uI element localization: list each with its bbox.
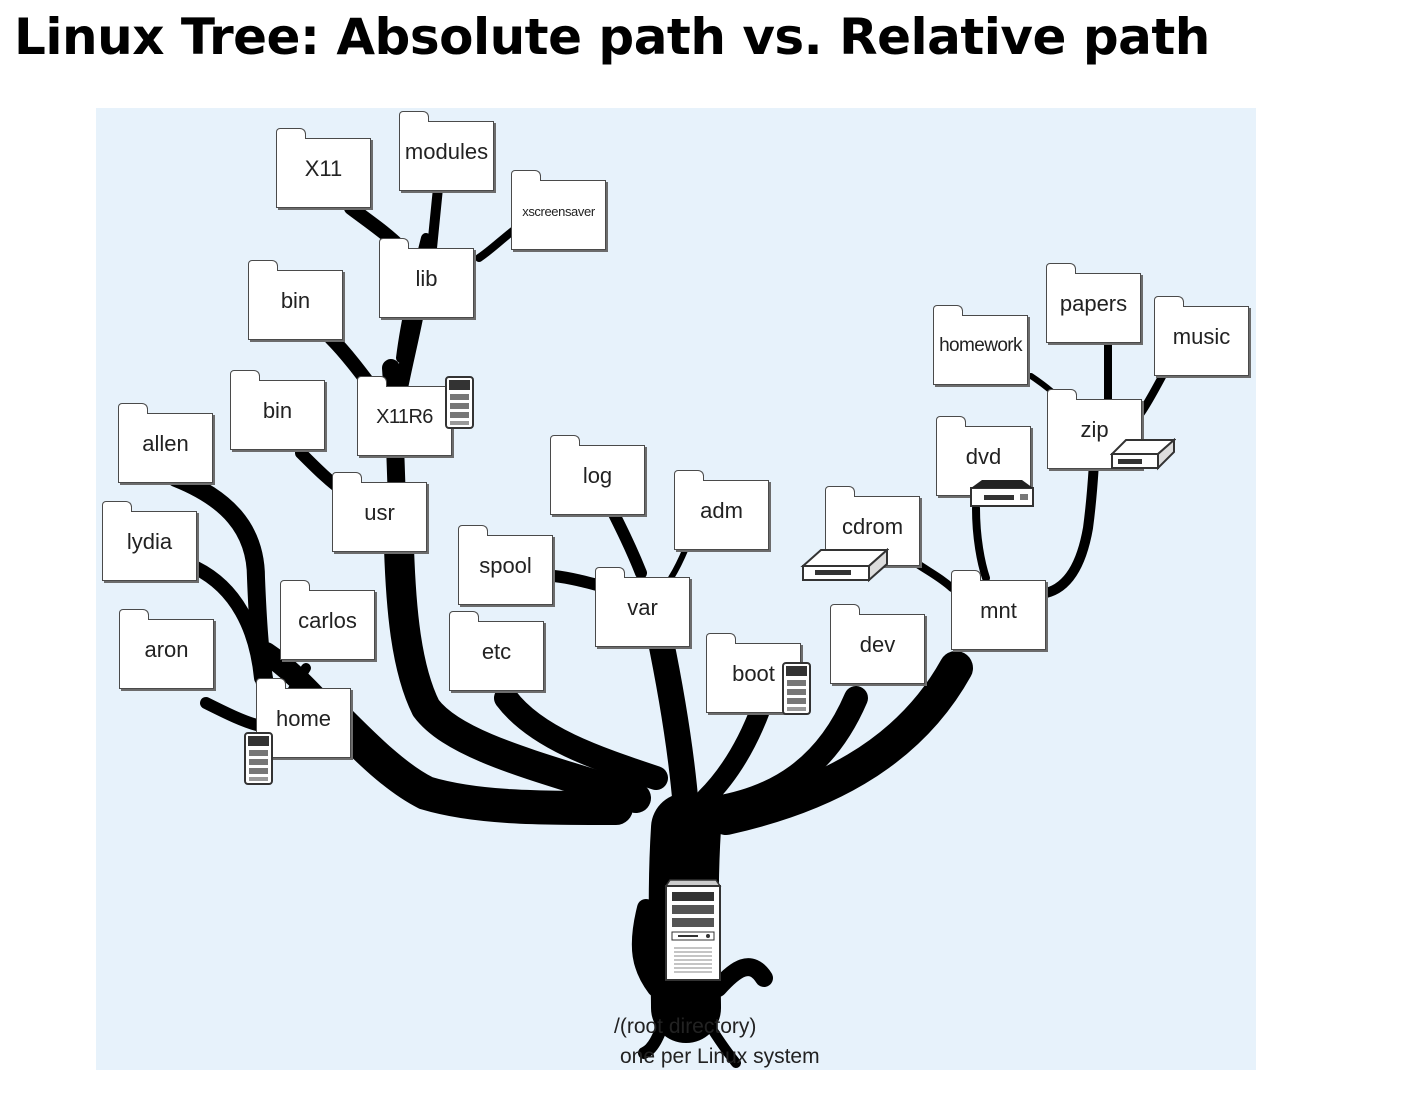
folder-mnt: mnt — [950, 570, 1046, 650]
folder-label: allen — [142, 431, 189, 456]
limb-home — [324, 706, 633, 825]
folder-label: adm — [700, 498, 743, 523]
twig-zip — [1041, 458, 1099, 598]
twig-lydia — [189, 561, 268, 685]
limb-boot — [696, 698, 771, 808]
folder-label: etc — [481, 639, 512, 664]
folder-label: bin — [262, 398, 293, 423]
twig-music — [1137, 369, 1168, 417]
folder-bin-upper: bin — [247, 260, 343, 340]
root-caption-line-1: /(root directory) — [614, 1015, 757, 1038]
folder-aron: aron — [118, 609, 214, 689]
folder-modules: modules — [398, 111, 494, 191]
folder-xscreensaver: xscreensaver — [510, 170, 606, 250]
folder-label: var — [627, 595, 658, 620]
folder-label: spool — [479, 553, 532, 578]
folder-label: bin — [280, 288, 311, 313]
directory-tree-diagram: X11 modules xscreensaver lib bin X11R6 b… — [96, 108, 1256, 1070]
folder-etc: etc — [448, 611, 544, 691]
folder-var: var — [594, 567, 690, 647]
folder-adm: adm — [673, 470, 769, 550]
twig-xscreensaver — [475, 226, 518, 262]
folder-label: aron — [144, 637, 189, 662]
twig-log — [605, 502, 647, 579]
folder-lydia: lydia — [101, 501, 197, 581]
folder-allen: allen — [117, 403, 213, 483]
twig-cdrom — [912, 559, 956, 592]
folder-label: lib — [415, 266, 438, 291]
folder-bin-lower: bin — [229, 370, 325, 450]
folder-carlos: carlos — [279, 580, 375, 660]
root-left-2 — [638, 1002, 676, 1059]
folder-label: zip — [1080, 417, 1109, 442]
folder-label: lydia — [126, 529, 173, 554]
root-left-1 — [631, 899, 665, 997]
folder-label: usr — [364, 500, 395, 525]
twig-spool — [548, 570, 607, 592]
folder-label: X11 — [304, 156, 343, 181]
folder-label: mnt — [980, 598, 1017, 623]
hard-drive-icon — [445, 376, 474, 429]
twig-modules — [427, 183, 443, 253]
limb-etc — [494, 686, 668, 790]
hard-drive-icon — [244, 732, 273, 785]
root-right-1 — [709, 958, 773, 997]
folder-label: modules — [404, 139, 489, 164]
twig-aron — [200, 697, 267, 732]
zip-drive-icon — [1110, 438, 1176, 471]
root-right-2 — [697, 1008, 741, 1068]
folder-log: log — [549, 435, 645, 515]
folder-label: log — [582, 463, 613, 488]
folder-label: home — [275, 706, 332, 731]
twig-dvd — [972, 504, 990, 582]
twig-adm — [668, 545, 689, 581]
folder-label: papers — [1059, 291, 1128, 316]
slide-title: Linux Tree: Absolute path vs. Relative p… — [14, 8, 1210, 66]
root-caption-line-2: one per Linux system — [620, 1045, 820, 1068]
folder-label: boot — [732, 661, 775, 686]
folder-spool: spool — [457, 525, 553, 605]
computer-tower-icon — [664, 879, 722, 981]
folder-lib: lib — [378, 238, 474, 318]
folder-homework: homework — [932, 305, 1028, 385]
folder-dev: dev — [829, 604, 925, 684]
folder-papers: papers — [1045, 263, 1141, 343]
folder-label: music — [1172, 324, 1231, 349]
dvd-drive-icon — [970, 480, 1034, 507]
root-caption: /(root directory) one per Linux system — [614, 1012, 820, 1072]
twig-x11r6 — [394, 311, 423, 395]
folder-label: X11R6 — [376, 405, 433, 428]
folder-label: homework — [939, 335, 1022, 356]
folder-label: dvd — [965, 444, 1002, 469]
folder-label: cdrom — [841, 514, 904, 539]
folder-label: carlos — [298, 608, 357, 633]
limb-usr — [384, 533, 651, 813]
folder-label: xscreensaver — [522, 203, 595, 219]
limb-mnt — [709, 651, 973, 835]
folder-x11r6: X11R6 — [356, 376, 452, 456]
folder-music: music — [1153, 296, 1249, 376]
folder-label: dev — [859, 632, 896, 657]
folder-usr: usr — [331, 472, 427, 552]
hard-drive-icon — [782, 662, 811, 715]
cd-drive-icon — [800, 548, 889, 583]
folder-x11: X11 — [275, 128, 371, 208]
